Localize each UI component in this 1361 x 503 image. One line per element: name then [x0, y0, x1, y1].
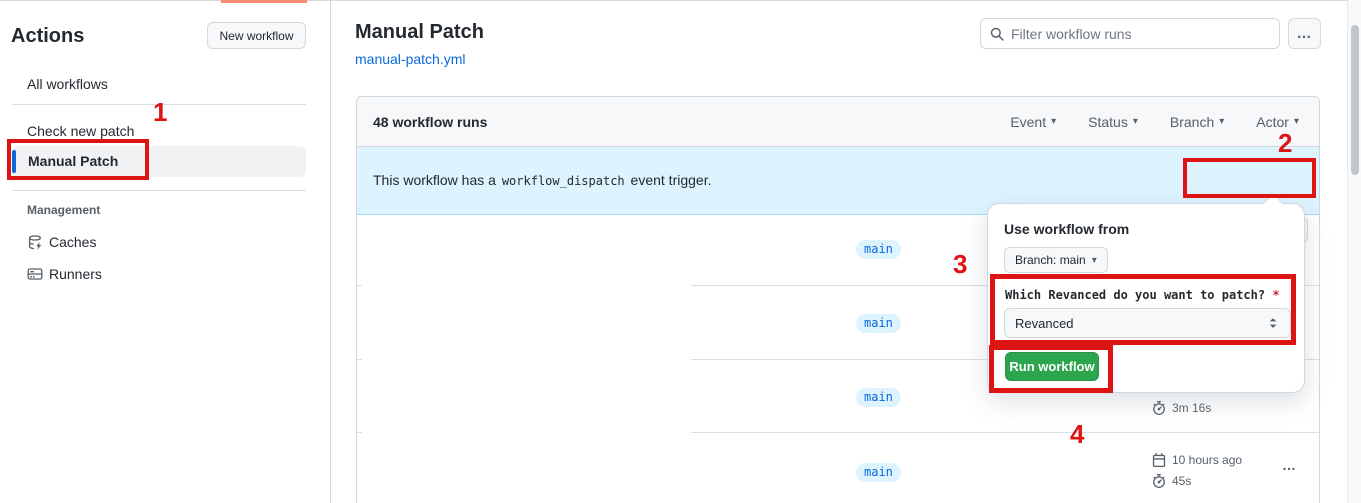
filter-event-dropdown[interactable]: Event ▾	[1010, 113, 1057, 130]
selected-accent-bar	[12, 150, 16, 173]
run-workflow-popup: Use workflow from Branch: main ▾ Which R…	[987, 193, 1305, 393]
filter-actor-dropdown[interactable]: Actor ▾	[1256, 113, 1299, 130]
caret-down-icon: ▾	[1219, 116, 1225, 127]
run-workflow-submit-button[interactable]: Run workflow	[1005, 352, 1099, 381]
caret-down-icon: ▾	[1293, 116, 1299, 127]
workflow-input-label: Which Revanced do you want to patch? *	[1005, 288, 1280, 302]
stopwatch-icon	[1153, 474, 1165, 488]
workflow-options-kebab-button[interactable]: …	[1288, 18, 1321, 49]
sidebar-item-runners[interactable]: Runners	[27, 266, 102, 282]
annotation-step-3: 3	[953, 249, 968, 279]
sidebar-item-label: Caches	[49, 234, 97, 250]
page-title: Actions	[11, 25, 85, 47]
annotation-step-4: 4	[1070, 419, 1085, 449]
filter-status-dropdown[interactable]: Status ▾	[1088, 113, 1138, 130]
annotation-step-2: 2	[1278, 128, 1293, 158]
filter-workflow-runs-box	[980, 18, 1280, 49]
branch-badge[interactable]: main	[856, 240, 901, 259]
stopwatch-icon	[1153, 401, 1165, 415]
runners-icon	[27, 268, 43, 280]
sidebar-main-divider	[330, 0, 331, 503]
management-section-label: Management	[27, 203, 101, 217]
sidebar-item-caches[interactable]: Caches	[27, 234, 96, 250]
new-workflow-button[interactable]: New workflow	[207, 22, 306, 49]
row-divider-stub	[357, 285, 362, 286]
caret-down-icon: ▾	[1091, 254, 1097, 266]
caret-down-icon: ▾	[1051, 116, 1057, 127]
run-duration: 45s	[1152, 474, 1191, 488]
sidebar-item-manual-patch[interactable]: Manual Patch	[12, 146, 306, 177]
row-divider-stub	[357, 432, 362, 433]
sidebar-item-label: Runners	[49, 266, 102, 282]
revanced-select[interactable]: Revanced	[1004, 308, 1291, 338]
workflow-dispatch-code: workflow_dispatch	[501, 174, 625, 188]
run-timestamp: 10 hours ago	[1152, 453, 1242, 467]
sidebar-item-all-workflows[interactable]: All workflows	[27, 76, 108, 92]
runs-list-header: 48 workflow runs Event ▾ Status ▾ Branch…	[357, 97, 1319, 147]
sidebar-item-check-new-patch[interactable]: Check new patch	[27, 123, 135, 139]
runs-filters: Event ▾ Status ▾ Branch ▾ Actor ▾	[1010, 114, 1299, 130]
sidebar-divider	[12, 190, 306, 191]
select-updown-icon	[1269, 318, 1277, 328]
annotation-step-1: 1	[153, 97, 168, 127]
cache-icon	[28, 235, 42, 250]
search-icon	[990, 27, 1004, 41]
runs-count: 48 workflow runs	[373, 113, 488, 130]
workflow-title: Manual Patch	[355, 21, 484, 43]
banner-text: This workflow has a workflow_dispatch ev…	[373, 172, 712, 188]
caret-down-icon: ▾	[1132, 116, 1138, 127]
scrollbar-track[interactable]	[1347, 0, 1361, 503]
run-duration: 3m 16s	[1152, 401, 1211, 415]
scrollbar-thumb[interactable]	[1351, 25, 1359, 175]
popup-title: Use workflow from	[1004, 221, 1130, 237]
row-divider-stub	[357, 359, 362, 360]
workflow-file-link[interactable]: manual-patch.yml	[355, 51, 466, 67]
top-border	[0, 0, 1361, 1]
branch-selector-button[interactable]: Branch: main ▾	[1004, 247, 1108, 273]
row-divider	[691, 432, 1319, 433]
filter-branch-dropdown[interactable]: Branch ▾	[1169, 113, 1225, 130]
sidebar-item-label: Manual Patch	[28, 153, 119, 169]
actions-tab-underline	[221, 0, 307, 3]
branch-badge[interactable]: main	[856, 314, 901, 333]
branch-badge[interactable]: main	[856, 388, 901, 407]
run-row-kebab-button[interactable]: …	[1282, 457, 1298, 473]
calendar-icon	[1152, 453, 1166, 467]
filter-workflow-runs-input[interactable]	[1011, 25, 1271, 42]
branch-badge[interactable]: main	[856, 463, 901, 482]
sidebar-divider	[12, 104, 306, 105]
